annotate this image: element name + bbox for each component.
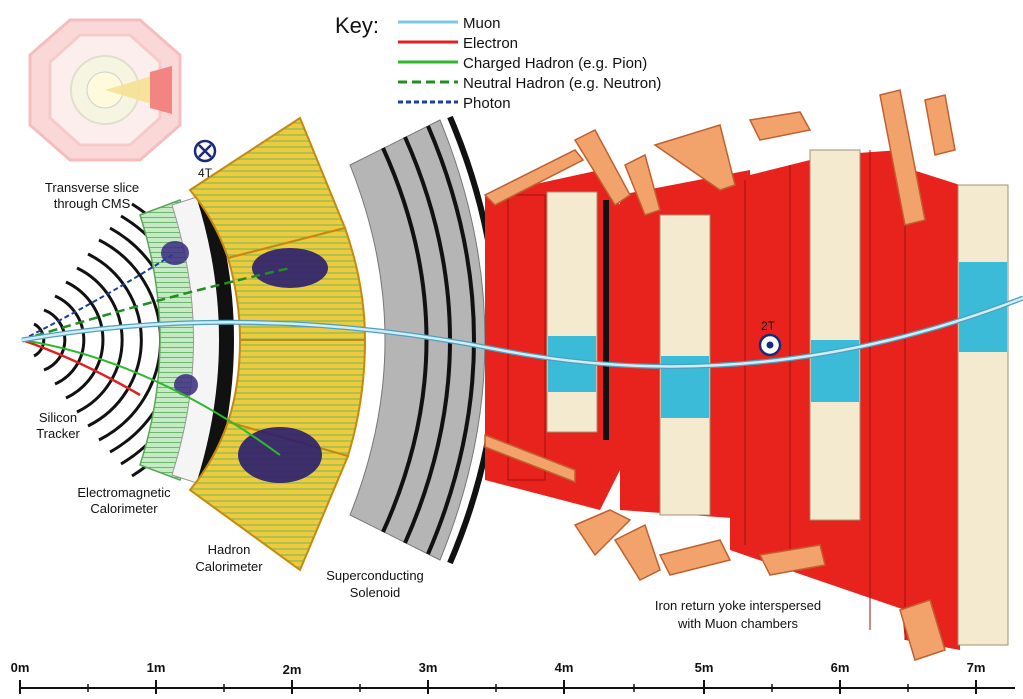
key-photon-label: Photon: [463, 95, 511, 112]
yoke-support-frames: [483, 89, 956, 661]
scale-tick-1m: 1m: [147, 660, 166, 675]
scale-tick-4m: 4m: [555, 660, 574, 675]
transverse-slice-thumbnail: [28, 18, 182, 162]
superconducting-solenoid: [349, 115, 501, 565]
hcal-label-2: Calorimeter: [195, 559, 263, 574]
scale-tick-0m: 0m: [11, 660, 30, 675]
tracker-label-1: Silicon: [39, 410, 77, 425]
particle-tracks: [21, 252, 1023, 456]
scale-bar: 0m 1m 2m 3m 4m 5m 6m 7m: [11, 660, 1015, 694]
field-indicator-4t: 4T: [193, 139, 217, 180]
hcal-shower-upper: [252, 248, 328, 288]
key-legend: Key: Muon Electron Charged Hadron (e.g. …: [335, 13, 661, 112]
neutral-hadron-track: [21, 266, 291, 342]
key-title: Key:: [335, 13, 379, 38]
field-2t-label: 2T: [761, 319, 776, 333]
key-muon-label: Muon: [463, 15, 501, 32]
electron-track: [21, 338, 141, 397]
transverse-slice-label-1: Transverse slice: [45, 180, 139, 195]
transverse-slice-label-2: through CMS: [54, 196, 131, 211]
hadron-calorimeter: [188, 116, 367, 572]
photon-track: [21, 252, 176, 341]
muon-chamber-1-bar: [603, 200, 609, 440]
ecal-label-1: Electromagnetic: [77, 485, 171, 500]
key-electron-label: Electron: [463, 35, 518, 52]
key-neutral-hadron-label: Neutral Hadron (e.g. Neutron): [463, 75, 661, 92]
key-charged-hadron-label: Charged Hadron (e.g. Pion): [463, 55, 647, 72]
charged-hadron-track: [21, 339, 281, 456]
scale-tick-3m: 3m: [419, 660, 438, 675]
ecal-label-2: Calorimeter: [90, 501, 158, 516]
muon-chamber-3: [809, 149, 861, 521]
solenoid-label-2: Solenoid: [350, 585, 401, 600]
field-indicator-2t: 2T: [758, 319, 782, 357]
scale-tick-6m: 6m: [831, 660, 850, 675]
scale-tick-5m: 5m: [695, 660, 714, 675]
muon-chamber-1: [546, 191, 598, 433]
scale-tick-2m: 2m: [283, 662, 302, 677]
yoke-label-1: Iron return yoke interspersed: [655, 598, 821, 613]
muon-track: [21, 296, 1023, 368]
field-4t-label: 4T: [198, 166, 213, 180]
tracker-label-2: Tracker: [36, 426, 80, 441]
yoke-label-2: with Muon chambers: [677, 616, 798, 631]
scale-tick-7m: 7m: [967, 660, 986, 675]
solenoid-label-1: Superconducting: [326, 568, 424, 583]
ecal-hcal-boundary: [196, 190, 234, 490]
muon-chamber-4: [957, 184, 1009, 646]
hcal-label-1: Hadron: [208, 542, 251, 557]
